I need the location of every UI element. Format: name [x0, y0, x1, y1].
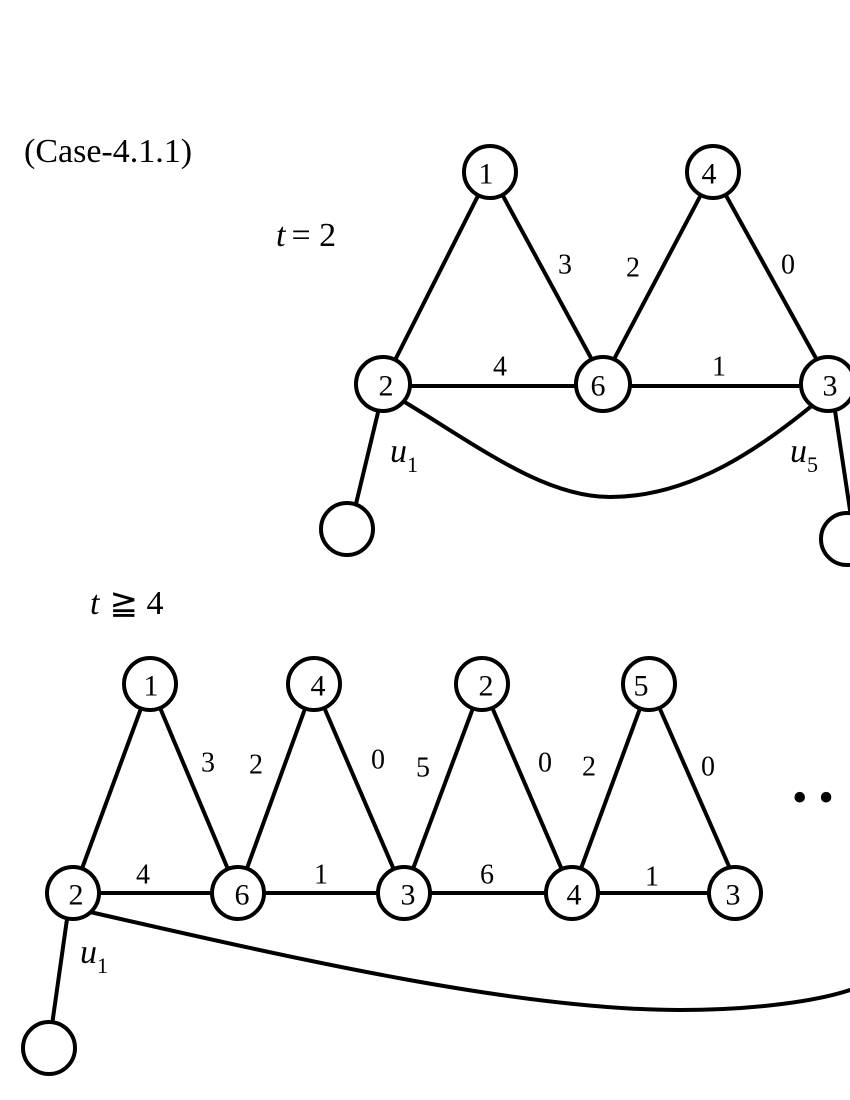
graph-node: [544, 865, 600, 921]
edge-long-curve: [88, 910, 850, 1013]
graph-node: [210, 865, 266, 921]
bottom-edge-label: 4: [136, 860, 150, 891]
bottom-edge-label: 6: [480, 860, 494, 891]
graph-node: [621, 656, 677, 712]
bottom-edge-label: 0: [538, 748, 552, 779]
node-label: 1: [144, 670, 159, 703]
node-label: 4: [567, 879, 582, 912]
edge-2-1: [384, 170, 492, 380]
edge-4-5: [570, 682, 651, 895]
node-label: 3: [401, 879, 416, 912]
edge-3-2: [402, 682, 484, 895]
node-label: 6: [235, 879, 250, 912]
bottom-edge-label: 1: [645, 862, 659, 893]
top-edge-label: 0: [781, 250, 795, 281]
edge-2-4: [480, 682, 574, 895]
bottom-edge-label: 2: [249, 750, 263, 781]
node-label: 3: [726, 879, 741, 912]
graph-node: [454, 656, 510, 712]
pendant-node: [21, 1020, 77, 1076]
node-label: 2: [69, 879, 84, 912]
ellipsis: • •: [792, 773, 834, 822]
graph-node: [45, 865, 101, 921]
bottom-edge-label: 5: [416, 753, 430, 784]
node-label: 4: [702, 158, 717, 191]
graph-node: [122, 656, 178, 712]
edge-6-4: [236, 682, 316, 895]
edge-4-3: [711, 170, 830, 382]
pendant-node: [319, 501, 375, 557]
node-label: 2: [479, 670, 494, 703]
node-label: 6: [591, 370, 606, 403]
graph-node: [354, 355, 412, 413]
edge-4-3: [312, 682, 406, 895]
edge-2-pendant: [353, 398, 383, 510]
bottom-edge-label: 0: [701, 752, 715, 783]
edge-1-6: [148, 682, 240, 895]
bottom-edge-label: 3: [201, 748, 215, 779]
edge-2-3-curve: [386, 390, 828, 500]
edge-1-6: [488, 170, 605, 382]
graph-node: [707, 865, 763, 921]
graph-node: [286, 656, 342, 712]
graph-node: [376, 865, 432, 921]
edge-5-3: [647, 682, 737, 882]
graph-node: [685, 144, 741, 200]
top-t-label: t= 2: [276, 217, 336, 254]
edge-2-pendant: [50, 910, 70, 1027]
top-edge-label: 1: [712, 352, 726, 383]
edge-3-pendant: [832, 402, 850, 512]
bottom-t-label: t≧ 4: [90, 585, 163, 622]
node-label: 2: [379, 370, 394, 403]
graph-node: [462, 144, 518, 200]
u1-label: u1: [390, 433, 418, 477]
top-edge-label: 2: [626, 253, 640, 284]
node-label: 5: [634, 670, 649, 703]
bottom-edge-label: 0: [371, 745, 385, 776]
node-label: 3: [823, 370, 838, 403]
case-label: (Case-4.1.1): [24, 133, 192, 170]
graph-node: [799, 355, 850, 413]
u5-label: u5: [790, 433, 818, 477]
edge-6-4: [601, 170, 715, 382]
top-edge-label: 4: [493, 352, 507, 383]
bottom-edge-label: 2: [582, 752, 596, 783]
bottom-graph: t≧ 4 3 2 0 5 0 2 0 4 1 6 1 u1 • • 1: [21, 585, 850, 1076]
edge-2-1: [71, 682, 152, 895]
top-graph: t= 2 3 2 0 4 1 u1 u5 1 4 2 6 3: [276, 144, 850, 567]
u1-label: u1: [80, 934, 108, 978]
pendant-node: [819, 511, 850, 567]
graph-node: [574, 355, 632, 413]
top-edge-label: 3: [558, 250, 572, 281]
bottom-edge-label: 1: [314, 860, 328, 891]
node-label: 4: [311, 670, 326, 703]
node-label: 1: [479, 158, 494, 191]
